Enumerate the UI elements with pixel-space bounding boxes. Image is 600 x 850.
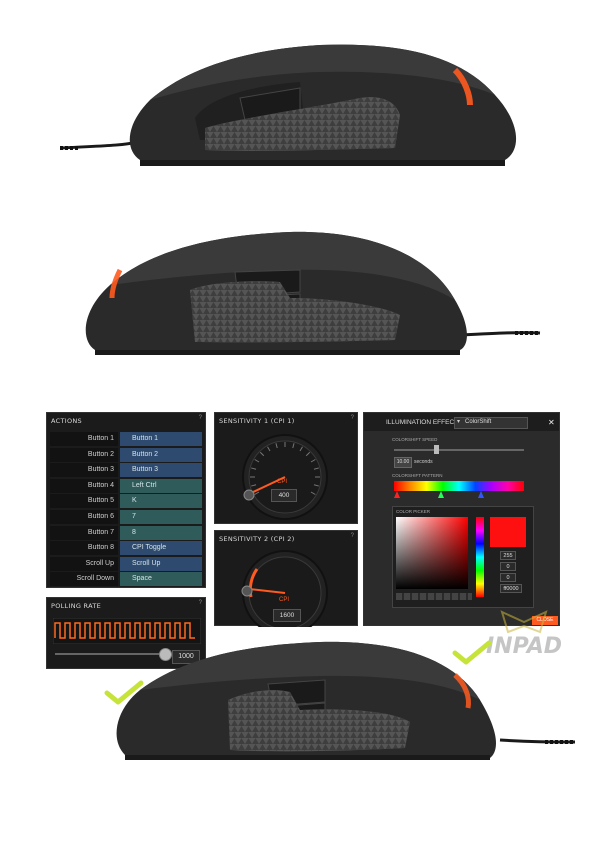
action-assignment[interactable]: Left Ctrl — [120, 478, 202, 493]
sensitivity-1-title: SENSITIVITY 1 (CPI 1) — [219, 417, 295, 425]
action-button-label: Button 2 — [50, 447, 118, 462]
slider-thumb[interactable] — [159, 648, 172, 661]
polling-rate-panel: POLLING RATE ? 1000 — [46, 597, 206, 669]
action-assignment[interactable]: Button 1 — [120, 432, 202, 446]
help-icon[interactable]: ? — [350, 533, 354, 539]
color-channel-input[interactable]: 0 — [500, 573, 516, 582]
color-channel-input[interactable]: ff0000 — [500, 584, 522, 593]
gradient-stop-marker[interactable] — [394, 491, 400, 498]
action-assignment[interactable]: Button 3 — [120, 463, 202, 478]
speed-unit: seconds — [414, 459, 433, 465]
chevron-down-icon: ▾ — [457, 419, 461, 425]
cpi-label-1: CPI — [277, 479, 288, 485]
action-button-label: Scroll Up — [50, 556, 118, 571]
actions-title: ACTIONS — [51, 417, 82, 425]
help-icon[interactable]: ? — [198, 600, 202, 606]
pattern-label: COLORSHIFT PATTERN — [392, 473, 443, 478]
illumination-title: ILLUMINATION EFFECT — [386, 419, 459, 426]
action-assignment[interactable]: Button 2 — [120, 447, 202, 462]
color-swatch — [490, 517, 526, 547]
polling-waveform — [53, 618, 201, 644]
cpi-label-2: CPI — [279, 597, 290, 603]
color-picker-label: COLOR PICKER — [396, 509, 431, 514]
speed-label: COLORSHIFT SPEED — [392, 437, 438, 442]
action-assignment[interactable]: 8 — [120, 525, 202, 540]
checkmark-icon — [104, 680, 144, 705]
action-button-label: Button 8 — [50, 541, 118, 556]
saturation-value-square[interactable] — [396, 517, 468, 589]
inpad-logo-icon — [500, 610, 548, 634]
speed-slider[interactable] — [394, 445, 524, 454]
watermark-text: INPAD — [486, 634, 562, 659]
cpi-dial-2[interactable] — [237, 547, 333, 627]
action-assignment[interactable]: CPI Toggle — [120, 541, 202, 556]
cpi-dial-1[interactable] — [237, 431, 333, 523]
slider-thumb[interactable] — [434, 445, 439, 454]
mouse-image-side-1 — [60, 44, 517, 166]
mouse-image-side-2 — [85, 231, 541, 355]
action-button-label: Button 3 — [50, 463, 118, 478]
preset-swatches-row[interactable] — [396, 593, 472, 600]
action-button-label: Scroll Down — [50, 572, 118, 587]
speed-value[interactable]: 10.00 — [394, 457, 412, 468]
help-icon[interactable]: ? — [350, 415, 354, 421]
action-button-label: Button 1 — [50, 432, 118, 446]
action-assignment[interactable]: K — [120, 494, 202, 509]
color-channel-input[interactable]: 255 — [500, 551, 516, 560]
polling-rate-slider[interactable] — [55, 648, 172, 661]
close-icon[interactable]: ✕ — [548, 418, 555, 427]
close-button[interactable]: CLOSE — [532, 616, 558, 625]
checkmark-icon — [452, 640, 492, 665]
sensitivity-2-title: SENSITIVITY 2 (CPI 2) — [219, 535, 295, 543]
effect-select[interactable]: ▾ ColorShift — [454, 417, 528, 429]
colorshift-gradient-bar[interactable] — [394, 481, 524, 491]
cpi-value-1[interactable]: 400 — [271, 489, 297, 502]
polling-rate-title: POLLING RATE — [51, 602, 102, 610]
action-button-label: Button 6 — [50, 510, 118, 524]
action-assignment[interactable]: Scroll Up — [120, 556, 202, 571]
help-icon[interactable]: ? — [198, 415, 202, 421]
sensitivity-1-panel: SENSITIVITY 1 (CPI 1) ? CPI 400 — [214, 412, 358, 524]
illumination-panel: ILLUMINATION EFFECT ▾ ColorShift ✕ COLOR… — [363, 412, 560, 626]
action-button-label: Button 5 — [50, 494, 118, 509]
mouse-image-side-3 — [116, 641, 576, 760]
sensitivity-2-panel: SENSITIVITY 2 (CPI 2) ? CPI 1600 — [214, 530, 358, 627]
gradient-stop-marker[interactable] — [438, 491, 444, 498]
action-assignment[interactable]: 7 — [120, 510, 202, 524]
action-button-label: Button 4 — [50, 478, 118, 493]
color-channel-input[interactable]: 0 — [500, 562, 516, 571]
polling-rate-value[interactable]: 1000 — [172, 650, 200, 664]
effect-select-value: ColorShift — [465, 419, 492, 425]
gradient-stop-marker[interactable] — [478, 491, 484, 498]
action-button-label: Button 7 — [50, 525, 118, 540]
hue-strip[interactable] — [476, 517, 484, 597]
cpi-value-2[interactable]: 1600 — [273, 609, 301, 622]
action-assignment[interactable]: Space — [120, 572, 202, 587]
